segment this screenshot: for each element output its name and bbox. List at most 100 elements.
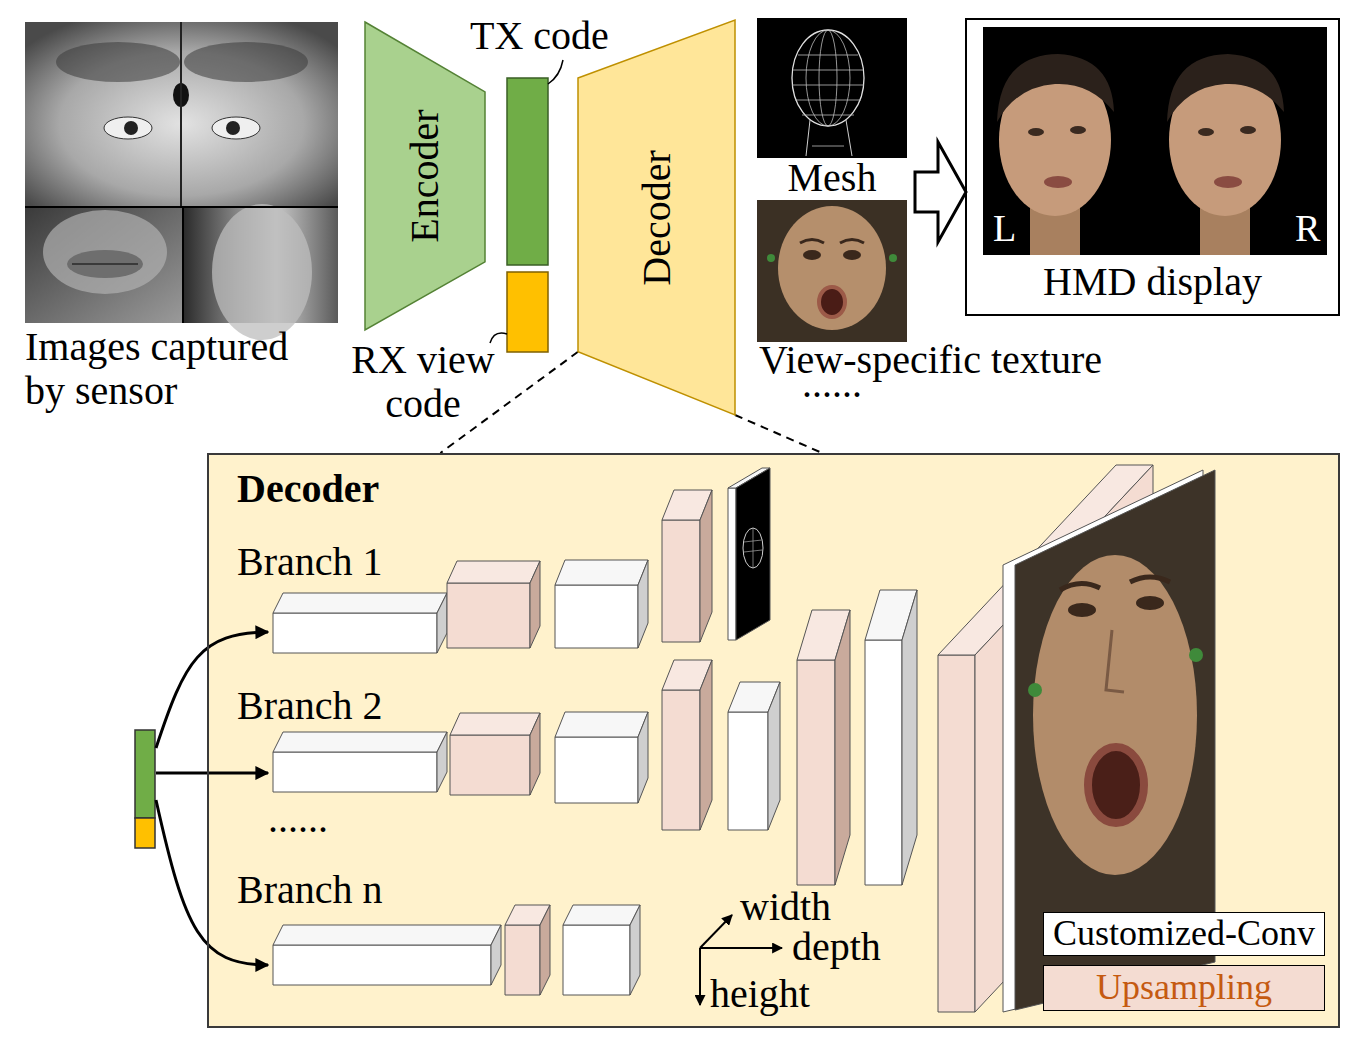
block-top [450, 713, 540, 735]
axis-label: width [740, 885, 831, 929]
block-face [797, 660, 835, 885]
lip-line [72, 263, 138, 265]
conv-block [563, 905, 640, 995]
block-face [555, 737, 638, 803]
eyebrow [184, 42, 308, 82]
block-face [662, 520, 700, 642]
branch-label-box: Branch 2 [237, 684, 385, 730]
mesh-label: Mesh [757, 156, 907, 200]
block-side [700, 490, 712, 642]
neck-wireframe [806, 120, 852, 156]
block-side [630, 905, 640, 995]
eye [843, 250, 861, 260]
conv-block [555, 560, 648, 648]
face-texture [1033, 555, 1197, 875]
hmd-display-box: L R HMD display [965, 18, 1340, 316]
conv-block [555, 712, 648, 803]
head-wireframe [819, 30, 837, 126]
eye-view-label: R [1295, 208, 1320, 250]
block-side [768, 682, 780, 830]
conv-block [728, 682, 780, 830]
head-wireframe [806, 30, 850, 126]
code-label: TX code [470, 14, 609, 58]
eye [1068, 603, 1096, 617]
legend-swatch: Customized-Conv [1043, 912, 1325, 956]
ear-speck [767, 254, 775, 262]
head-wireframe [792, 30, 864, 126]
eye [803, 250, 821, 260]
block-face [563, 925, 630, 995]
branch-arrow [156, 772, 268, 775]
block-side [437, 732, 447, 792]
block-side [491, 925, 501, 985]
mouth [1214, 176, 1242, 188]
conv-block [273, 732, 447, 792]
hair [1167, 54, 1284, 122]
eyebrow [800, 240, 864, 244]
head-wireframe [743, 528, 763, 568]
decoder-trapezoid: Decoder [578, 20, 735, 415]
upsampling-block [450, 713, 540, 795]
lower-face [43, 210, 167, 294]
panel-heading: Decoder [237, 467, 379, 511]
node-outline-shape [365, 22, 485, 330]
nose [1106, 630, 1124, 692]
zoom-line [735, 415, 822, 453]
legend-swatch: Upsampling [1043, 965, 1325, 1011]
block-side [902, 590, 917, 885]
tx-code-bar [507, 78, 548, 265]
branch-label: Branch n [237, 868, 383, 912]
hollow-arrow [915, 142, 966, 242]
eye [212, 117, 260, 139]
block-side [638, 712, 648, 803]
image-panel: Images captured by sensor [25, 22, 340, 419]
rx-code-bar [507, 272, 548, 352]
eye [1070, 126, 1086, 134]
ear-speck [1028, 683, 1042, 697]
block-face [728, 488, 736, 640]
block-face [273, 945, 491, 985]
branch-label-box: Branch n [237, 868, 385, 914]
block-top [273, 593, 447, 613]
branch-label-box: Branch 1 [237, 540, 385, 586]
ear-speck [889, 254, 897, 262]
axis-label: height [710, 972, 810, 1016]
mesh-image: Mesh [757, 18, 907, 200]
upsampling-block [662, 490, 712, 642]
upsampling-block [447, 561, 540, 648]
head-wireframe [792, 55, 864, 146]
block-top [273, 732, 447, 752]
block-face [273, 613, 437, 653]
branch-label: Branch 2 [237, 684, 383, 728]
texture-picture [757, 200, 907, 342]
block-face [728, 712, 768, 830]
mouth [1088, 747, 1144, 823]
iris [124, 121, 138, 135]
view-divider [180, 22, 182, 207]
legend-text: Upsampling [1096, 968, 1272, 1008]
view-divider [182, 207, 184, 323]
block-face [865, 640, 902, 885]
conv-block [865, 590, 917, 885]
block-top [555, 560, 648, 585]
branch-label: Branch 1 [237, 540, 383, 584]
block-top [273, 925, 501, 945]
eye [1240, 126, 1256, 134]
mouth-camera-view [25, 207, 183, 323]
eye-camera-view [25, 22, 338, 207]
block-face [505, 925, 540, 995]
head-wireframe [744, 528, 762, 568]
eye [1028, 128, 1044, 136]
block-side [530, 713, 540, 795]
block-face [450, 735, 530, 795]
hair [997, 54, 1114, 122]
eye-view-label: L [993, 208, 1016, 250]
encoder-trapezoid: Encoder [365, 22, 485, 330]
axis-arrow [700, 915, 732, 948]
hmd-picture [983, 27, 1327, 255]
iris [226, 121, 240, 135]
hmd-caption: HMD display [967, 260, 1338, 304]
mesh-output [728, 468, 770, 640]
block-side [835, 610, 850, 885]
block-side [540, 905, 550, 995]
